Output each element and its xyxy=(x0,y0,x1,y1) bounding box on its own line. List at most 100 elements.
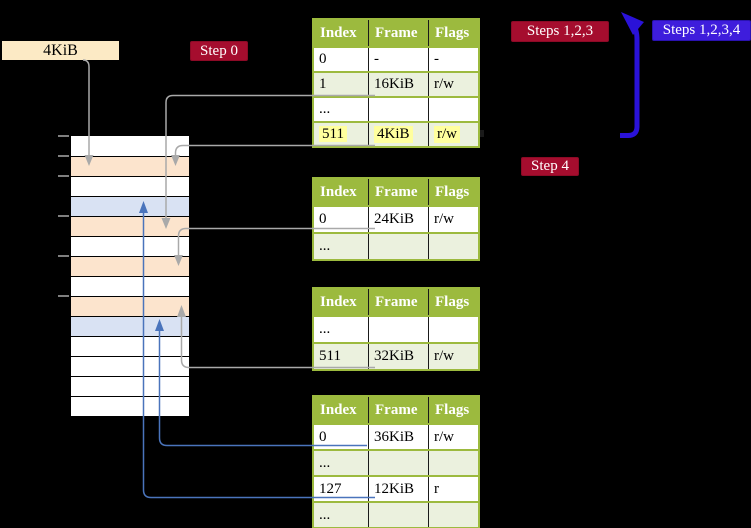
table-cell: 36KiB xyxy=(368,425,428,449)
table-cell: ... xyxy=(319,321,331,337)
steps-123-badge: Steps 1,2,3 xyxy=(511,21,609,42)
table-cell: r/w xyxy=(428,425,478,449)
table-cell: 511 xyxy=(319,348,341,364)
steps-1234-badge: Steps 1,2,3,4 xyxy=(652,20,751,41)
column-header: Flags xyxy=(428,289,478,315)
table-cell: 127 xyxy=(319,480,342,497)
table-row: ... xyxy=(314,96,478,121)
table-cell: 16KiB xyxy=(368,73,428,96)
highlighted-value: 511 xyxy=(319,126,347,142)
table-cell: r xyxy=(428,477,478,501)
memory-frame-row-orange xyxy=(71,296,189,316)
table-cell xyxy=(368,451,428,475)
table-cell: ... xyxy=(319,101,331,117)
tick-mark xyxy=(58,155,70,157)
table-cell: - xyxy=(368,48,428,71)
column-header: Flags xyxy=(428,20,478,46)
tick-mark xyxy=(58,175,70,177)
table-cell: 24KiB xyxy=(368,207,428,232)
table-cell: 0 xyxy=(319,428,327,445)
table-cell: r/w xyxy=(428,207,478,232)
memory-frame-row-orange xyxy=(71,216,189,236)
memory-frame-row-orange xyxy=(71,156,189,176)
table-row: 0 -- xyxy=(314,46,478,71)
memory-frame-row-white xyxy=(71,356,189,376)
column-header: Frame xyxy=(368,179,428,205)
table-cell xyxy=(368,503,428,527)
memory-frame-row-blue xyxy=(71,196,189,216)
tick-mark xyxy=(58,135,70,137)
table-row: 511 4KiB r/w xyxy=(314,121,478,146)
table1-edge-nub xyxy=(480,130,484,137)
table-row: ... xyxy=(314,449,478,475)
column-header: Index xyxy=(320,401,357,418)
table-cell: 4KiB xyxy=(368,123,428,146)
column-header: Flags xyxy=(428,179,478,205)
table-cell: r/w xyxy=(428,344,478,369)
table-cell xyxy=(368,317,428,342)
table-cell xyxy=(428,503,478,527)
memory-frame-row-white xyxy=(71,396,189,416)
step-4-badge: Step 4 xyxy=(521,157,579,176)
table-cell xyxy=(368,98,428,121)
tick-mark xyxy=(58,255,70,257)
table-cell: ... xyxy=(319,506,331,523)
table-cell xyxy=(428,451,478,475)
table-cell: 1 xyxy=(319,76,327,92)
column-header: Frame xyxy=(368,397,428,423)
column-header: Index xyxy=(320,293,357,310)
memory-frame-row-white xyxy=(71,276,189,296)
table-cell: 12KiB xyxy=(368,477,428,501)
table-cell: 0 xyxy=(319,211,327,227)
step-0-badge: Step 0 xyxy=(190,41,248,61)
table-row: ... xyxy=(314,232,478,259)
steps-loop-arrowhead xyxy=(621,12,644,35)
frame-size-label: 4KiB xyxy=(2,41,119,60)
column-header: Frame xyxy=(368,20,428,46)
table-cell xyxy=(428,98,478,121)
memory-frame-row-white xyxy=(71,236,189,256)
highlighted-value: r/w xyxy=(434,126,460,143)
table-cell xyxy=(428,234,478,259)
table-cell: 32KiB xyxy=(368,344,428,369)
table-row: ... xyxy=(314,315,478,342)
memory-frame-row-blue xyxy=(71,316,189,336)
memory-frame-row-white xyxy=(71,336,189,356)
table-cell: ... xyxy=(319,238,331,254)
memory-frame-row-orange xyxy=(71,256,189,276)
table-cell xyxy=(428,317,478,342)
tick-mark xyxy=(58,295,70,297)
memory-frame-row-white xyxy=(71,136,189,156)
table-cell: r/w xyxy=(428,73,478,96)
table-cell: 511 xyxy=(314,126,368,143)
memory-frame-row-white xyxy=(71,376,189,396)
table-cell: 0 xyxy=(319,51,327,67)
physical-memory-strip xyxy=(69,134,191,418)
table-cell: r/w xyxy=(428,123,478,146)
highlighted-value: 4KiB xyxy=(374,126,413,143)
column-header: Frame xyxy=(368,289,428,315)
column-header: Flags xyxy=(428,397,478,423)
table-cell: ... xyxy=(319,454,331,471)
table-row: ... xyxy=(314,501,478,527)
memory-frame-row-white xyxy=(71,176,189,196)
tick-mark xyxy=(58,215,70,217)
column-header: Index xyxy=(320,24,357,41)
table-cell xyxy=(368,234,428,259)
column-header: Index xyxy=(320,183,357,200)
table-cell: - xyxy=(428,48,478,71)
